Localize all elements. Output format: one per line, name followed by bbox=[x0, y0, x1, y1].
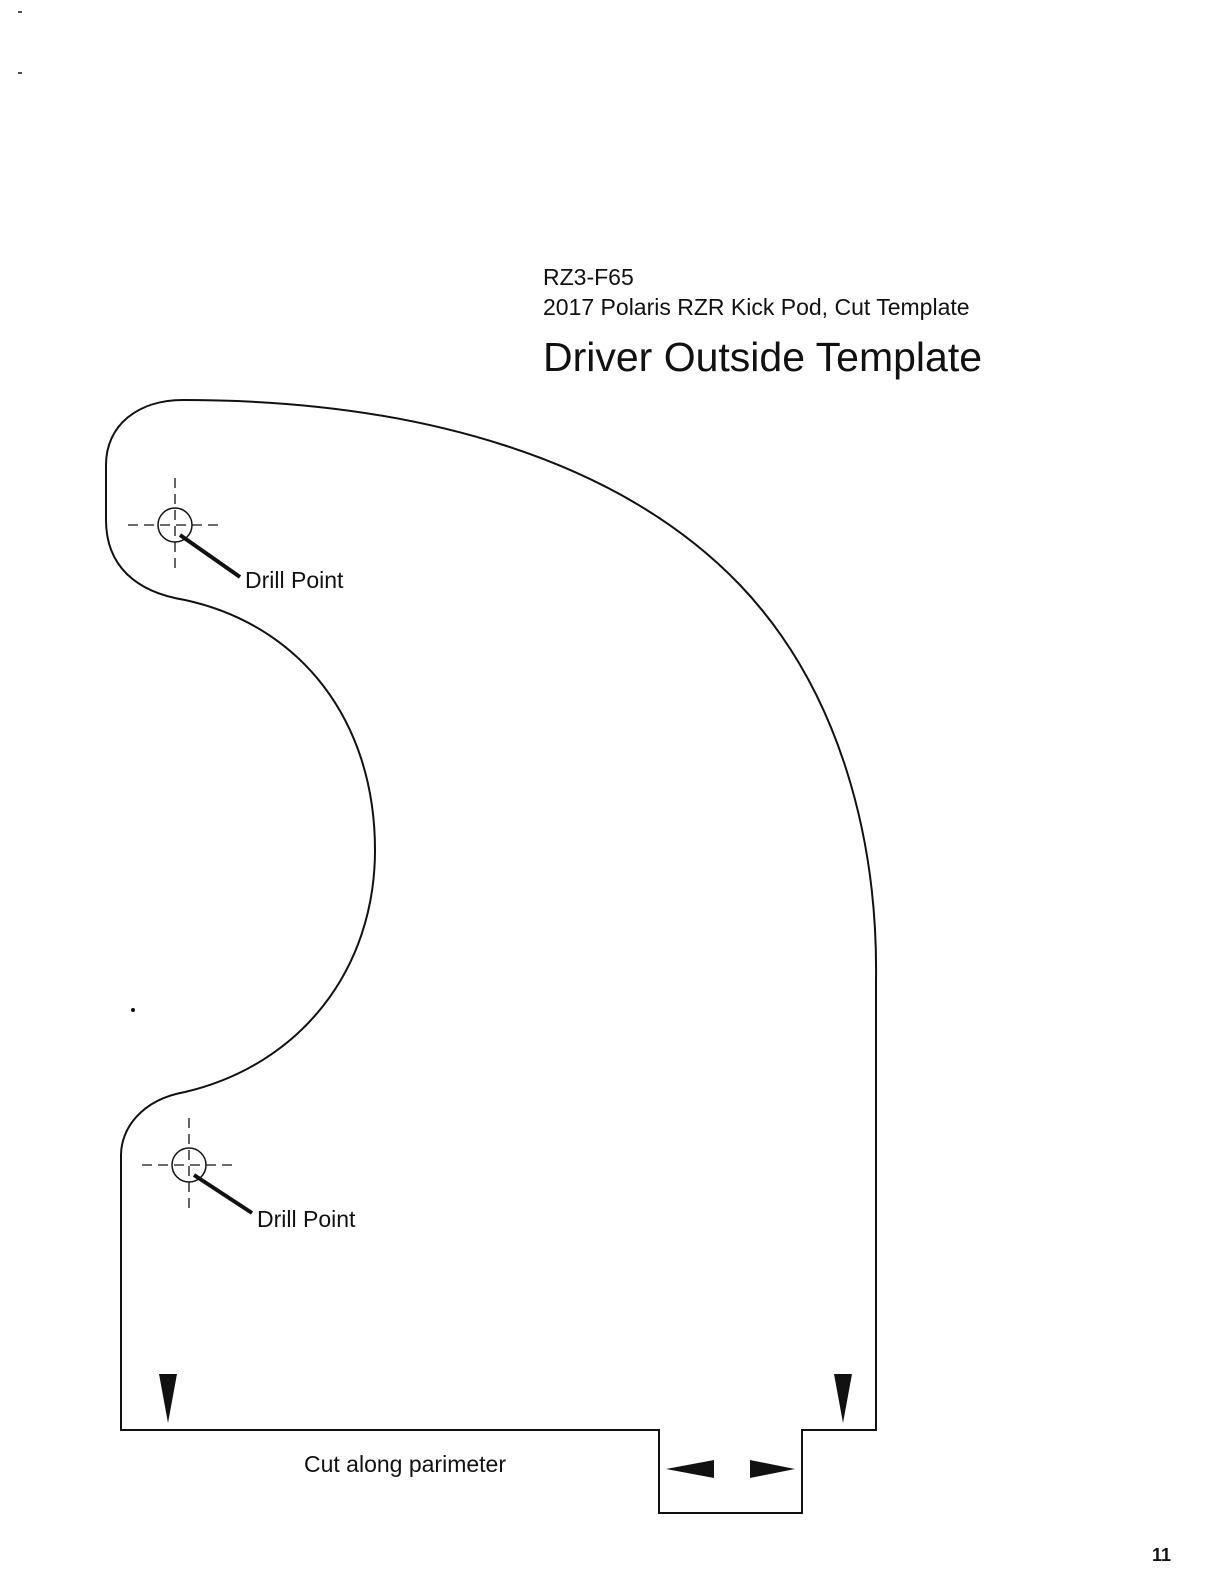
page-number: 11 bbox=[1152, 1545, 1171, 1566]
arrow-right-icon bbox=[750, 1460, 795, 1478]
speck-mark bbox=[131, 1008, 135, 1012]
template-outline bbox=[106, 400, 876, 1513]
drill-point-label-bottom: Drill Point bbox=[257, 1206, 355, 1233]
drill-point-marker-bottom bbox=[142, 1118, 252, 1213]
arrow-down-right-icon bbox=[834, 1374, 852, 1423]
cut-instruction-label: Cut along parimeter bbox=[304, 1451, 506, 1478]
arrow-left-icon bbox=[666, 1460, 714, 1478]
drill-point-marker-top bbox=[128, 478, 240, 577]
arrow-down-left-icon bbox=[159, 1374, 177, 1423]
drill-point-label-top: Drill Point bbox=[245, 567, 343, 594]
